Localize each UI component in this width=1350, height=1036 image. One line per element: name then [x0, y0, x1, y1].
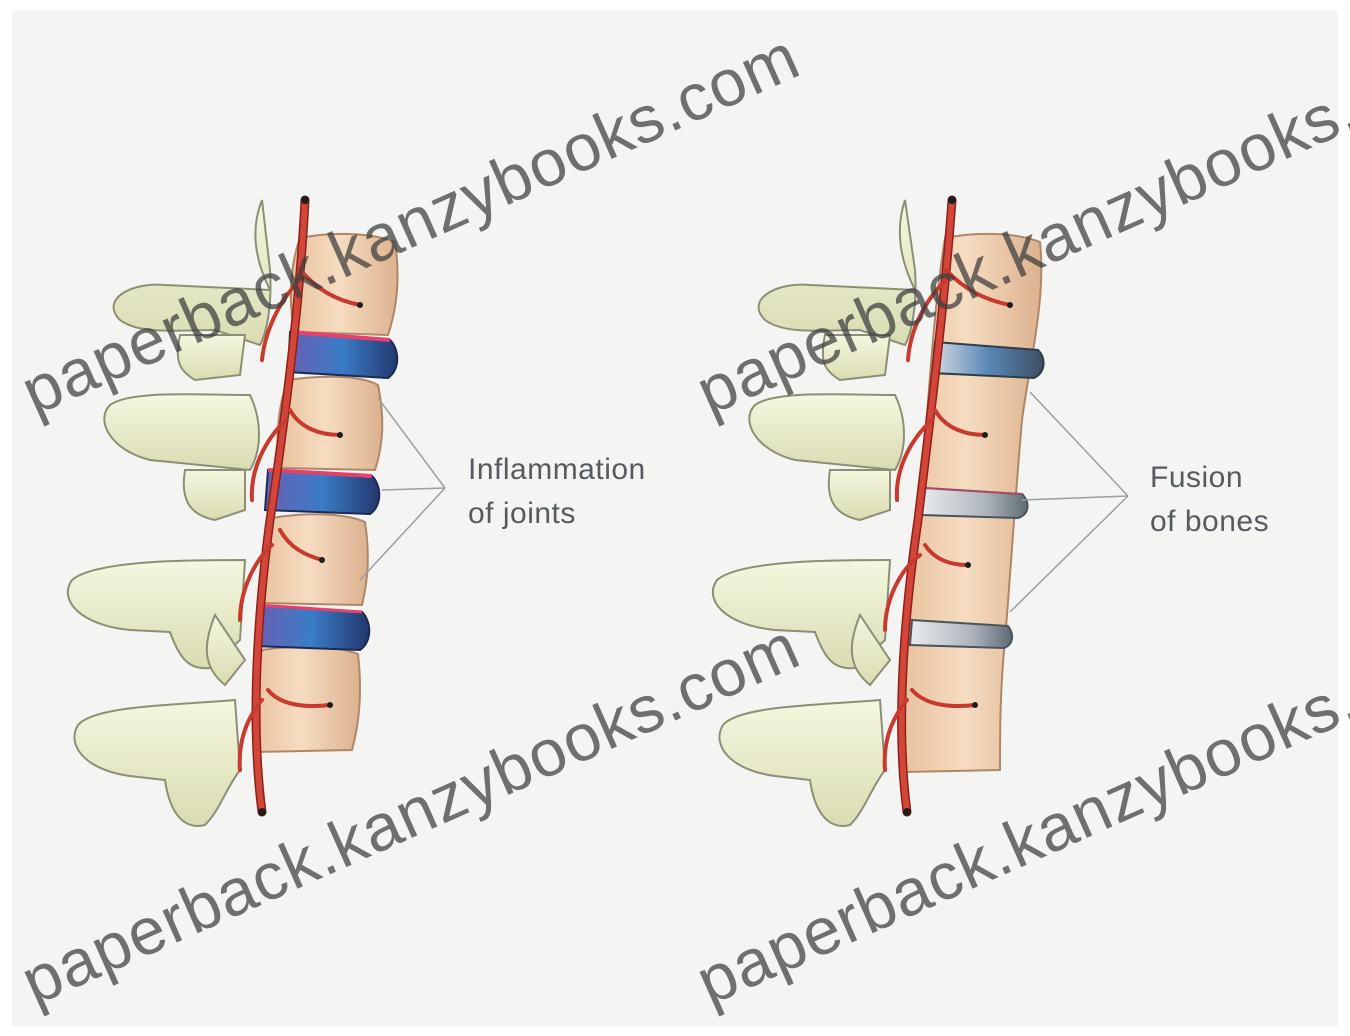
- label-left-line-1: Inflammation: [468, 448, 646, 492]
- label-right-line-1: Fusion: [1150, 456, 1269, 500]
- label-right-line-2: of bones: [1150, 500, 1269, 544]
- fusion-of-bones-label: Fusion of bones: [1150, 456, 1269, 544]
- inflammation-of-joints-label: Inflammation of joints: [468, 448, 646, 536]
- label-left-line-2: of joints: [468, 492, 646, 536]
